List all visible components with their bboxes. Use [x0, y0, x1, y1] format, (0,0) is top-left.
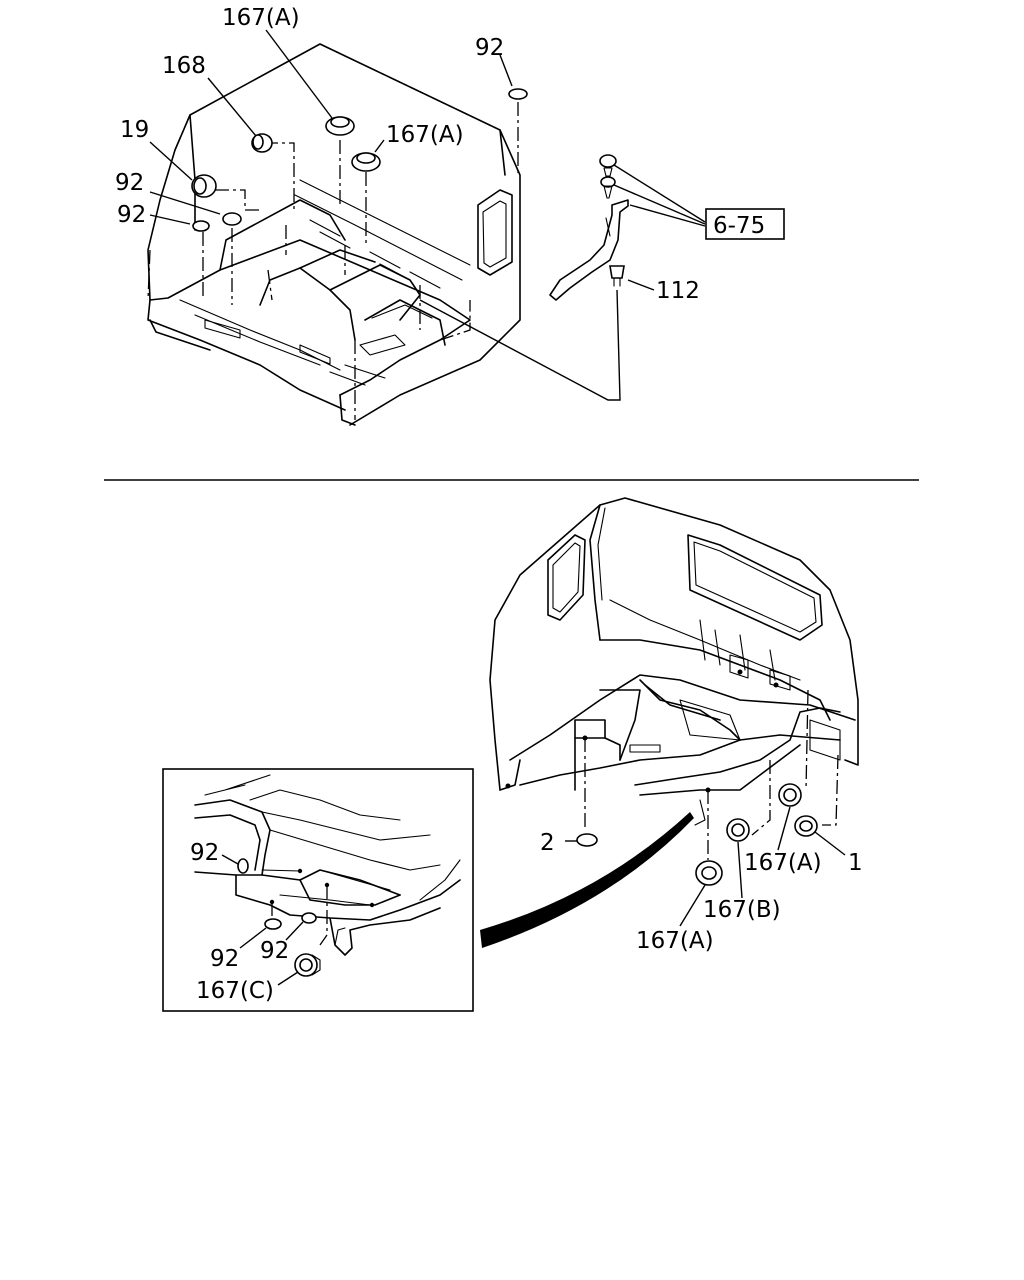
label-inset-167c: 167(C): [196, 978, 274, 1004]
detail-inset-drawing: [194, 774, 461, 956]
bot-oring-2: [576, 833, 598, 847]
inset-oring-92-b: [264, 918, 282, 930]
bottom-callout-lines: [565, 806, 846, 927]
label-top-19: 19: [120, 117, 149, 143]
bolt-icon: [599, 154, 617, 177]
inset-oring-92-c: [301, 912, 317, 924]
clip-112-icon: [609, 265, 625, 287]
hole-marker: [505, 783, 511, 789]
top-cab-floor-drawing: [147, 43, 521, 426]
label-inset-92-b: 92: [210, 946, 239, 972]
label-bot-1: 1: [848, 850, 863, 876]
bot-grommet-167b: [726, 818, 750, 842]
hole-marker: [737, 669, 743, 675]
detail-callout-arrow: [480, 812, 694, 948]
bottom-cab-underside-drawing: [489, 497, 859, 860]
detail-inset-frame: [162, 768, 474, 1012]
label-bot-167a-2: 167(A): [636, 928, 714, 954]
screw-icon: [600, 176, 616, 199]
label-inset-92-c: 92: [260, 938, 289, 964]
hole-marker: [369, 902, 375, 908]
hole-marker: [773, 682, 779, 688]
top-oring-92-a: [222, 212, 242, 226]
top-oring-92-c: [508, 88, 528, 100]
label-top-167a-1: 167(A): [222, 5, 300, 31]
inset-oring-92-a: [237, 858, 249, 874]
bracket-6-75: [549, 154, 706, 301]
label-top-168: 168: [162, 53, 206, 79]
top-grommet-167a-2: [351, 152, 381, 172]
label-top-112: 112: [656, 278, 700, 304]
label-top-92-a: 92: [115, 170, 144, 196]
label-bot-167a-1: 167(A): [744, 850, 822, 876]
bot-grommet-167a-2: [695, 860, 723, 886]
label-bot-2: 2: [540, 830, 555, 856]
bot-grommet-1: [794, 815, 818, 837]
bot-grommet-167a-1: [778, 783, 802, 807]
label-bot-167b: 167(B): [703, 897, 781, 923]
top-plug-19: [191, 174, 217, 198]
inset-grommet-167c: [294, 953, 321, 977]
label-inset-92-a: 92: [190, 840, 219, 866]
reference-box-6-75: [705, 208, 785, 240]
inset-callout-lines: [221, 854, 304, 986]
top-callout-lines: [149, 29, 621, 401]
top-grommet-168: [251, 133, 273, 153]
label-top-167a-2: 167(A): [386, 122, 464, 148]
label-top-92-c: 92: [475, 35, 504, 61]
top-grommet-167a-1: [325, 116, 355, 136]
top-oring-92-b: [192, 220, 210, 232]
label-top-6-75: 6-75: [713, 213, 765, 239]
label-top-92-b: 92: [117, 202, 146, 228]
